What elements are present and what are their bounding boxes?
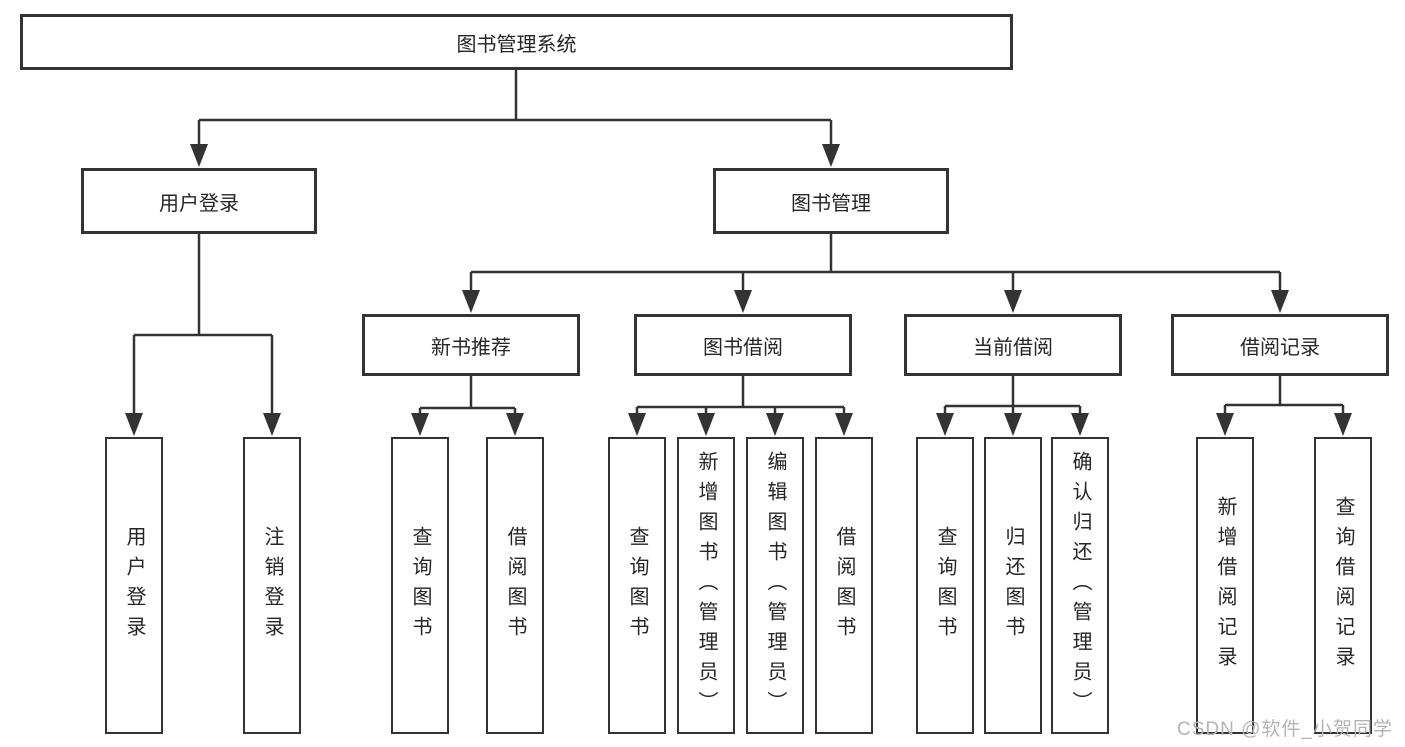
leaf-label: 借阅图书 (504, 525, 526, 646)
connector-line (132, 234, 274, 418)
node-label: 用户登录 (159, 192, 239, 215)
connector-line (1223, 376, 1345, 418)
leaf-label: 编辑图书（管理员） (764, 450, 786, 721)
node-borrow-records: 借阅记录 (1171, 314, 1389, 376)
leaf-label: 用户登录 (123, 525, 145, 646)
arrow-down-icon (462, 290, 480, 313)
arrow-down-icon (835, 413, 853, 436)
leaf-confirm-return-admin: 确认归还（管理员） (1051, 437, 1109, 734)
csdn-watermark: CSDN @软件_小贺同学 (1177, 719, 1393, 740)
leaf-add-borrow-record: 新增借阅记录 (1196, 437, 1254, 734)
arrow-down-icon (1271, 290, 1289, 313)
arrow-down-icon (1334, 413, 1352, 436)
node-new-book-recommend: 新书推荐 (362, 314, 580, 376)
connector-line (197, 70, 833, 146)
leaf-label: 查询借阅记录 (1332, 495, 1354, 676)
arrow-down-icon (190, 144, 208, 167)
node-label: 图书管理 (791, 192, 871, 215)
node-label: 图书管理系统 (456, 33, 577, 56)
leaf-borrow-books-recommend: 借阅图书 (486, 437, 544, 734)
node-label: 图书借阅 (703, 336, 783, 359)
leaf-add-books-admin: 新增图书（管理员） (677, 437, 735, 734)
arrow-down-icon (936, 413, 954, 436)
leaf-label: 借阅图书 (833, 525, 855, 646)
arrow-down-icon (766, 413, 784, 436)
connector-line (469, 234, 1282, 292)
leaf-user-login: 用户登录 (105, 437, 163, 734)
arrow-down-icon (734, 290, 752, 313)
leaf-label: 查询图书 (934, 525, 956, 646)
leaf-query-books-borrow: 查询图书 (608, 437, 666, 734)
arrow-down-icon (822, 144, 840, 167)
leaf-label: 查询图书 (626, 525, 648, 646)
arrow-down-icon (263, 413, 281, 436)
arrow-down-icon (628, 413, 646, 436)
node-label: 新书推荐 (431, 336, 511, 359)
leaf-logout: 注销登录 (243, 437, 301, 734)
arrow-down-icon (506, 413, 524, 436)
leaf-label: 查询图书 (409, 525, 431, 646)
node-label: 借阅记录 (1240, 336, 1320, 359)
arrow-down-icon (1004, 413, 1022, 436)
leaf-return-books: 归还图书 (984, 437, 1042, 734)
node-label: 当前借阅 (973, 336, 1053, 359)
connector-line (635, 376, 846, 418)
leaf-label: 归还图书 (1002, 525, 1024, 646)
node-current-borrowing: 当前借阅 (904, 314, 1122, 376)
connector-line (943, 376, 1082, 418)
leaf-label: 注销登录 (261, 525, 283, 646)
leaf-label: 确认归还（管理员） (1069, 450, 1091, 721)
arrow-down-icon (697, 413, 715, 436)
arrow-down-icon (1004, 290, 1022, 313)
leaf-query-books-recommend: 查询图书 (391, 437, 449, 734)
leaf-query-borrow-record: 查询借阅记录 (1314, 437, 1372, 734)
arrow-down-icon (125, 413, 143, 436)
leaf-edit-books-admin: 编辑图书（管理员） (746, 437, 804, 734)
node-book-management-system: 图书管理系统 (20, 14, 1013, 70)
arrow-down-icon (1216, 413, 1234, 436)
arrow-down-icon (411, 413, 429, 436)
leaf-borrow-books: 借阅图书 (815, 437, 873, 734)
node-book-borrowing: 图书借阅 (634, 314, 852, 376)
leaf-label: 新增借阅记录 (1214, 495, 1236, 676)
leaf-label: 新增图书（管理员） (695, 450, 717, 721)
connector-line (418, 376, 517, 418)
node-user-login: 用户登录 (81, 168, 317, 234)
node-book-management: 图书管理 (713, 168, 949, 234)
leaf-query-books-current: 查询图书 (916, 437, 974, 734)
arrow-down-icon (1071, 413, 1089, 436)
